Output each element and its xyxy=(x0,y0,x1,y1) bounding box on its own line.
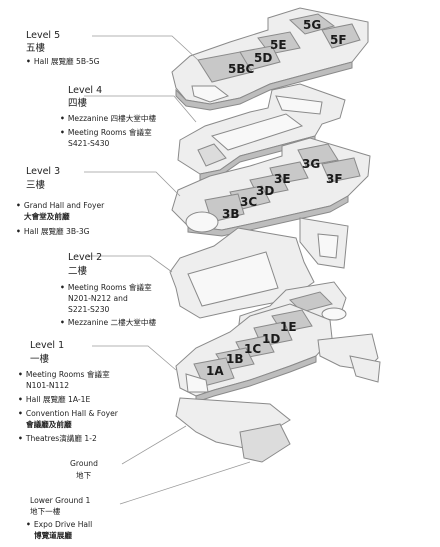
level-5-floorplate xyxy=(171,7,369,111)
level-3-floorplate xyxy=(171,137,371,237)
ground-floorplate xyxy=(175,397,291,463)
leader-lines xyxy=(84,35,251,505)
level-1-floorplate xyxy=(175,303,333,403)
level-3-annex xyxy=(299,217,349,269)
level-1-annex xyxy=(317,333,381,383)
